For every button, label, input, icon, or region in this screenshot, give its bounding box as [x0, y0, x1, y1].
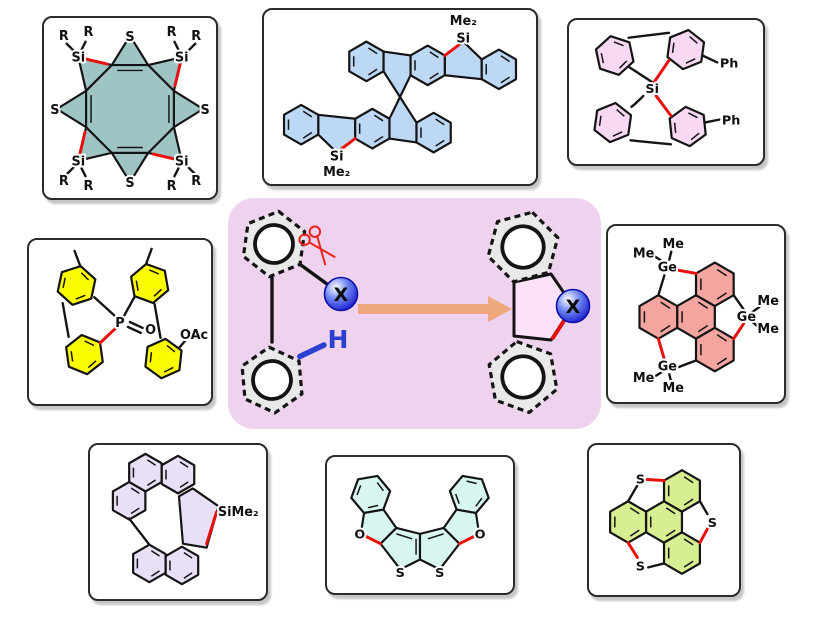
s-atom-label: S	[708, 516, 717, 531]
o-atom-label: O	[475, 527, 486, 542]
macrocycle-molecule	[55, 34, 205, 184]
r-group-label: R	[84, 25, 94, 40]
spiro-structure: Me₂ Si Si Me₂	[282, 12, 518, 182]
s-atom-label: S	[200, 103, 209, 118]
o-red-bonds	[359, 532, 481, 546]
box-benzofurothienothiophene: O O S S	[325, 455, 515, 595]
ge-atom-label: Ge	[658, 260, 678, 275]
r-group-bonds	[65, 40, 197, 178]
s-bonds	[626, 484, 709, 569]
double-bond-ticks	[90, 69, 170, 149]
x-sphere-reactant: X	[323, 276, 359, 312]
me-group-label: Me	[757, 294, 779, 309]
me2-group-label: Me₂	[450, 14, 477, 29]
x-atom-label: X	[334, 284, 349, 306]
ge-atom-label: Ge	[737, 310, 757, 325]
ring-bonds	[61, 247, 187, 349]
scissors-icon	[298, 225, 336, 266]
s-atom-label: S	[636, 559, 645, 574]
macrocycle-structure: S S S S Si Si Si Si R R R R R R R R	[48, 23, 211, 196]
si-atom-label: Si	[175, 154, 189, 169]
oac-group-label: OAc	[180, 328, 208, 343]
sime2-group-label: SiMe₂	[218, 505, 259, 520]
box-thiasila-macrocycle: S S S S Si Si Si Si R R R R R R R R	[42, 16, 218, 200]
germanene-structure: Ge Ge Ge Me Me Me Me Me Me	[631, 235, 781, 398]
helicene-inner-bond	[127, 517, 151, 546]
silafluorene-structure: Si Ph Ph	[591, 26, 742, 150]
ph-group-label: Ph	[722, 114, 741, 129]
x-sphere-product: X	[555, 288, 591, 324]
si-atom-label: Si	[645, 82, 659, 97]
r-group-label: R	[191, 29, 201, 44]
h-atom-label: H	[328, 325, 349, 354]
ge-atom-label: Ge	[658, 359, 678, 374]
p-double-bond-o	[126, 320, 144, 335]
macrocycle-octagon	[85, 64, 175, 154]
si-red-bonds	[339, 43, 461, 151]
p-atom-label: P	[115, 316, 124, 331]
spiro-molecule	[282, 40, 518, 154]
me-group-label: Me	[633, 371, 655, 386]
reaction-scheme-panel: H X X	[228, 198, 601, 429]
box-silafluorene-ph: Si Ph Ph	[567, 18, 765, 166]
me-group-label: Me	[757, 322, 779, 337]
r-group-label: R	[59, 29, 69, 44]
si-atom-label: Si	[71, 51, 85, 66]
x-atom-label: X	[566, 296, 581, 318]
furan-thiophene-molecule	[346, 469, 494, 571]
box-trigermasumanene: Ge Ge Ge Me Me Me Me Me Me	[606, 224, 786, 404]
box-silahelicene: SiMe₂	[88, 443, 268, 601]
r-group-label: R	[191, 174, 201, 189]
r-group-label: R	[84, 179, 94, 194]
s-atom-label: S	[125, 176, 134, 191]
c-h-bond	[297, 342, 327, 360]
reaction-scheme: H X X	[228, 198, 591, 429]
s-atom-label: S	[50, 103, 59, 118]
r-group-label: R	[167, 179, 177, 194]
ge-red-bonds	[656, 268, 745, 361]
si-atom-label: Si	[175, 51, 189, 66]
s-atom-label: S	[435, 566, 444, 581]
trithiasumanene-structure: S S S	[608, 469, 719, 576]
box-trithiasumanene: S S S	[587, 443, 741, 597]
helicene-structure: SiMe₂	[111, 452, 261, 586]
si-red-bond	[205, 510, 218, 546]
p-red-bond	[98, 325, 119, 345]
reaction-arrow	[358, 296, 512, 322]
o-atom-label: O	[354, 527, 365, 542]
ge-bonds	[652, 250, 761, 384]
reactant-biphenyl	[241, 207, 340, 415]
red-bonds	[78, 56, 182, 161]
si-atom-label: Si	[71, 154, 85, 169]
si-atom-label: Si	[330, 149, 344, 164]
r-group-label: R	[167, 25, 177, 40]
me2-group-label: Me₂	[323, 165, 350, 180]
box-phosphole-oxide: P O OAc	[27, 238, 213, 406]
me-group-label: Me	[633, 247, 655, 262]
s-red-bonds	[626, 478, 709, 559]
s-atom-label: S	[125, 30, 134, 45]
furan-thiophene-structure: O O S S	[346, 469, 494, 583]
o-atom-label: O	[145, 323, 156, 338]
hash-wedge-bond	[630, 94, 645, 108]
phosphole-structure: P O OAc	[54, 247, 210, 382]
me-group-label: Me	[663, 381, 685, 396]
si-red-bonds	[652, 58, 673, 118]
germanene-molecule	[638, 261, 735, 373]
box-spirodisilafluorene: Me₂ Si Si Me₂	[262, 8, 538, 186]
s-atom-label: S	[396, 566, 405, 581]
trithiasumanene-molecule	[608, 469, 702, 575]
me-group-label: Me	[663, 237, 685, 252]
r-group-label: R	[59, 174, 69, 189]
ph-group-label: Ph	[720, 56, 739, 71]
s-atom-label: S	[636, 472, 645, 487]
si-atom-label: Si	[456, 32, 470, 47]
ring-bonds	[627, 31, 721, 146]
